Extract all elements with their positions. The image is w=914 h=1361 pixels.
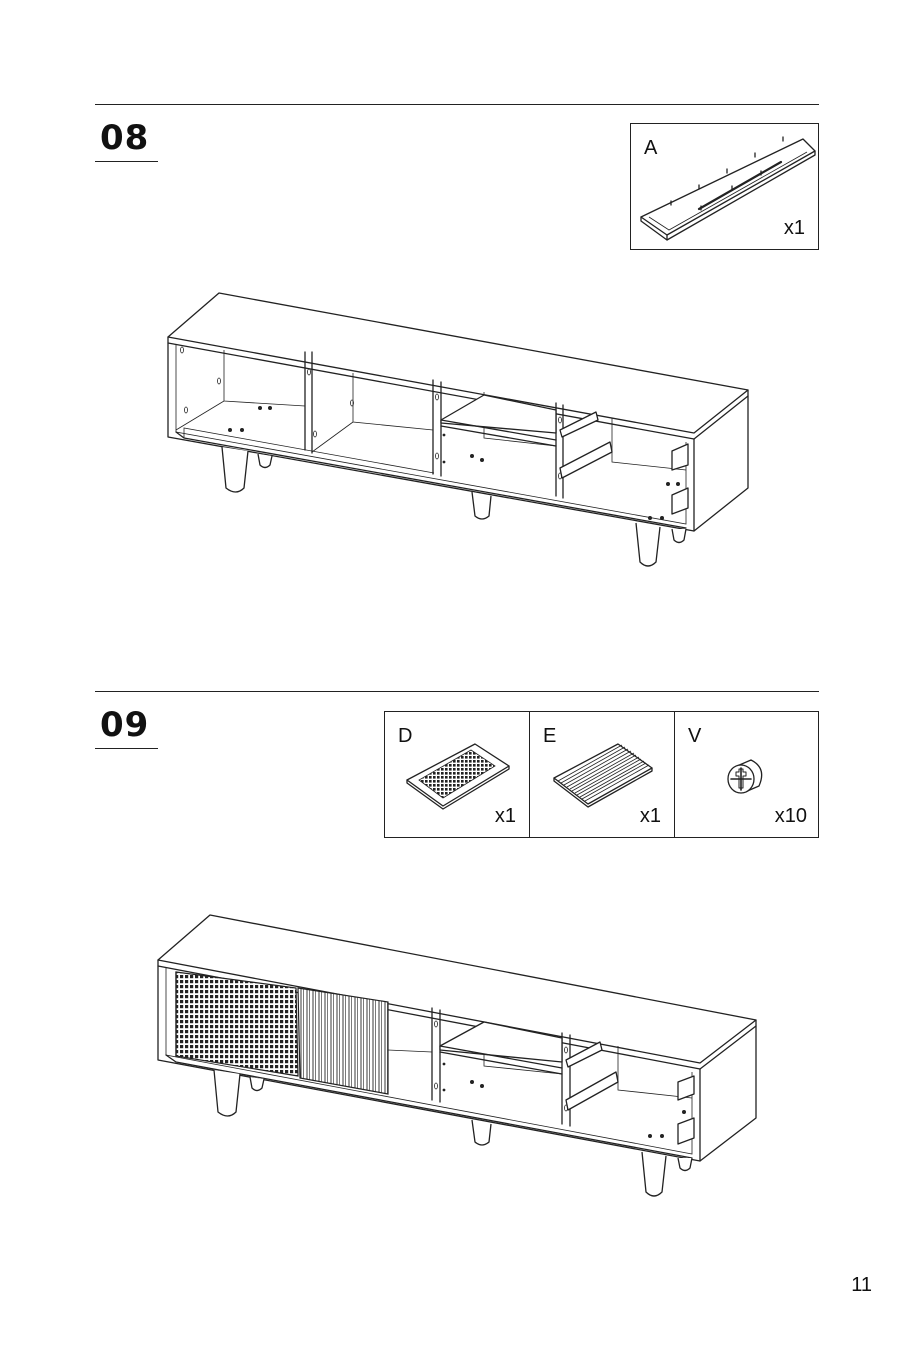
page-number: 11 (851, 1275, 872, 1295)
